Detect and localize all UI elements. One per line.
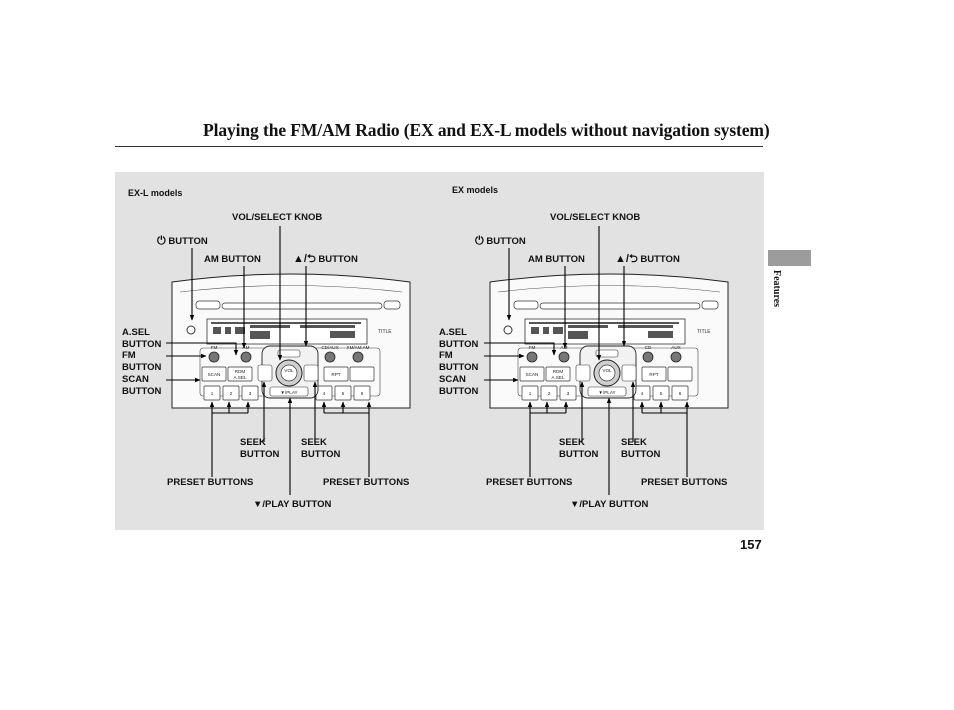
ex-am-button-label: AM BUTTON <box>528 254 585 265</box>
exl-title-button-label: ▲/⮌ BUTTON <box>293 253 358 265</box>
up-arrow-return-icon: ▲/⮌ <box>615 253 638 265</box>
exl-model-label: EX-L models <box>128 188 183 198</box>
power-symbol-icon: ⏻ <box>157 235 166 247</box>
power-symbol-icon: ⏻ <box>475 235 484 247</box>
exl-preset-right-label: PRESET BUTTONS <box>323 477 410 488</box>
exl-power-button-label: ⏻ BUTTON <box>157 235 208 247</box>
ex-title-button-label: ▲/⮌ BUTTON <box>615 253 680 265</box>
ex-model-label: EX models <box>452 185 499 195</box>
section-tab-label: Features <box>771 270 782 308</box>
svg-text:TITLE: TITLE <box>378 329 392 335</box>
ex-play-button-label: ▼/PLAY BUTTON <box>570 499 649 510</box>
ex-power-button-label: ⏻ BUTTON <box>475 235 526 247</box>
ex-radio-unit: TITLE <box>489 273 729 409</box>
ex-leader-lines <box>484 226 690 495</box>
ex-vol-select-knob-label: VOL/SELECT KNOB <box>550 212 641 223</box>
exl-leader-lines <box>166 226 372 495</box>
svg-text:TITLE: TITLE <box>697 329 711 335</box>
exl-radio-unit: TITLE <box>171 273 411 409</box>
exl-preset-left-label: PRESET BUTTONS <box>167 477 254 488</box>
page-number: 157 <box>740 537 762 552</box>
exl-vol-select-knob-label: VOL/SELECT KNOB <box>232 212 323 223</box>
section-tab <box>768 250 811 266</box>
page-title: Playing the FM/AM Radio (EX and EX-L mod… <box>203 120 770 140</box>
ex-preset-left-label: PRESET BUTTONS <box>486 477 573 488</box>
up-arrow-return-icon: ▲/⮌ <box>293 253 316 265</box>
ex-preset-right-label: PRESET BUTTONS <box>641 477 728 488</box>
exl-play-button-label: ▼/PLAY BUTTON <box>253 499 332 510</box>
exl-am-button-label: AM BUTTON <box>204 254 261 265</box>
title-rule <box>115 146 763 147</box>
